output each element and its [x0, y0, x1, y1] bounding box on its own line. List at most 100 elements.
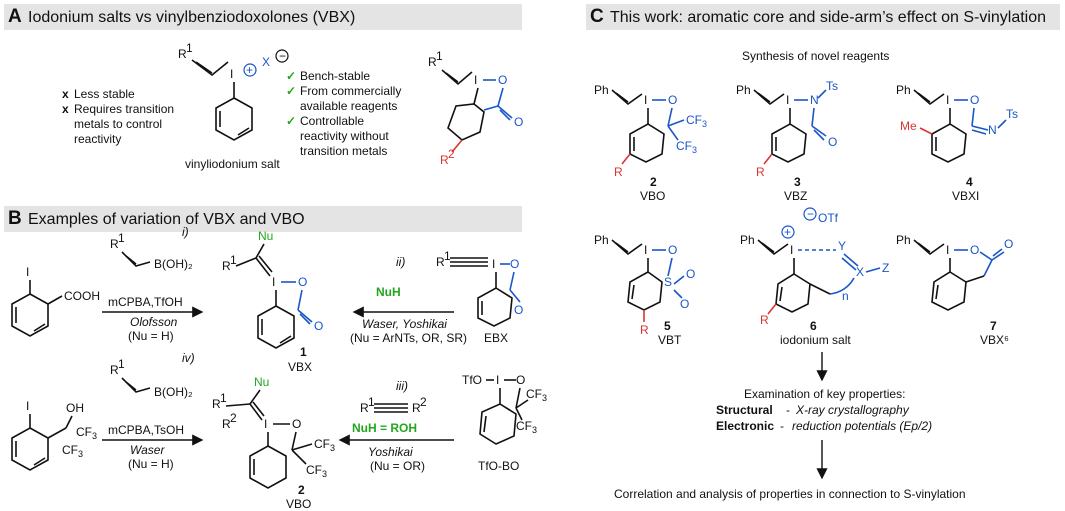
reagent-label: B(OH)₂	[154, 385, 193, 399]
svg-text:R: R	[412, 401, 421, 415]
author-label: Waser, Yoshikai	[362, 317, 447, 331]
svg-text:R: R	[222, 259, 231, 273]
check-icon: ✓	[286, 84, 296, 98]
svg-text:O: O	[510, 257, 519, 271]
b-row2-start-alcohol: I OH CF3 CF3	[11, 399, 97, 471]
dash-sep: -	[786, 403, 790, 417]
panel-c-header: C This work: aromatic core and side-arm’…	[586, 4, 1060, 30]
svg-text:N: N	[988, 123, 997, 137]
svg-text:CF3: CF3	[516, 419, 537, 435]
svg-text:O: O	[970, 93, 979, 107]
electronic-text: reduction potentials (Ep/2)	[792, 419, 932, 433]
svg-text:Me: Me	[900, 119, 917, 133]
panel-a-pros-list: ✓ Bench-stable ✓ From commercially avail…	[286, 69, 401, 158]
svg-text:Z: Z	[882, 261, 889, 275]
svg-text:CF3: CF3	[526, 387, 547, 403]
compound-6-iodonium: Ph + − OTf I Y X Z n R 6 iodonium salt	[740, 207, 889, 347]
pro-item: transition metals	[300, 144, 387, 158]
compound-7-vbx: Ph I O O 7 VBX⁶	[896, 233, 1013, 347]
compound-name: EBX	[484, 331, 508, 345]
svg-text:+: +	[246, 63, 253, 77]
nuh-label: NuH = ROH	[352, 421, 417, 435]
svg-text:N: N	[810, 93, 819, 107]
compound-name: VBO	[286, 497, 311, 511]
conditions-label: mCPBA,TsOH	[108, 423, 184, 437]
examination-title: Examination of key properties:	[744, 387, 905, 401]
compound-5-vbt: Ph I O S O O R 5 VBT	[594, 233, 695, 347]
svg-text:Y: Y	[838, 239, 846, 253]
pro-item: reactivity without	[300, 129, 389, 143]
compound-number: 5	[664, 319, 671, 333]
svg-text:Ph: Ph	[736, 83, 751, 97]
svg-text:R: R	[428, 55, 437, 69]
svg-text:1: 1	[118, 231, 125, 245]
svg-text:Nu: Nu	[258, 229, 273, 243]
svg-text:O: O	[298, 275, 307, 289]
svg-text:1: 1	[118, 357, 125, 371]
salt-label: vinyliodonium salt	[185, 157, 280, 171]
step-label: i)	[182, 225, 189, 239]
panel-a-cons-list: x Less stable x Requires transition meta…	[62, 87, 174, 146]
tfo-bo-structure: TfO I O CF3 CF3 TfO-BO	[462, 373, 547, 473]
svg-text:1: 1	[220, 391, 227, 405]
compound-2-vbo: Ph I O CF3 CF3 R 2 VBO	[594, 83, 707, 203]
svg-text:R: R	[440, 153, 449, 167]
svg-text:R: R	[640, 323, 649, 337]
svg-text:I: I	[946, 243, 949, 257]
svg-text:R: R	[756, 165, 765, 179]
check-icon: ✓	[286, 69, 296, 83]
svg-text:CF3: CF3	[314, 437, 335, 453]
svg-text:I: I	[26, 399, 29, 413]
svg-text:R: R	[212, 397, 221, 411]
svg-text:1: 1	[230, 253, 237, 267]
nuh-label: NuH	[376, 285, 401, 299]
svg-text:I: I	[644, 243, 647, 257]
svg-text:−: −	[279, 49, 286, 63]
svg-text:CF3: CF3	[306, 463, 327, 479]
svg-text:O: O	[686, 267, 695, 281]
svg-text:S: S	[664, 275, 672, 289]
svg-text:R: R	[360, 401, 369, 415]
svg-text:R: R	[760, 313, 769, 327]
compound-number: 7	[990, 319, 997, 333]
svg-text:O: O	[292, 417, 301, 431]
note-label: (Nu = H)	[128, 457, 174, 471]
svg-text:O: O	[680, 297, 689, 311]
conditions-label: mCPBA,TfOH	[108, 295, 183, 309]
svg-text:I: I	[790, 243, 793, 257]
conclusion-text: Correlation and analysis of properties i…	[614, 487, 966, 501]
reagent-label: B(OH)₂	[154, 257, 193, 271]
svg-text:2: 2	[448, 147, 455, 161]
compound-name: TfO-BO	[478, 459, 519, 473]
panel-b-title: Examples of variation of VBX and VBO	[28, 211, 305, 228]
svg-text:CF3: CF3	[76, 425, 97, 441]
compound-name: iodonium salt	[780, 333, 851, 347]
compound-number: 2	[298, 483, 305, 497]
svg-text:I: I	[26, 265, 29, 279]
svg-text:1: 1	[436, 49, 443, 63]
compound-3-vbz: Ph I N Ts O R 3 VBZ	[736, 79, 838, 203]
compound-number: 6	[810, 319, 817, 333]
panel-c-letter: C	[590, 6, 604, 27]
compound-name: VBX⁶	[980, 333, 1009, 347]
pro-item: Controllable	[300, 114, 364, 128]
compound-number: 3	[794, 175, 801, 189]
panel-a-header: A Iodonium salts vs vinylbenziodoxolones…	[4, 4, 522, 30]
svg-text:1: 1	[186, 41, 193, 55]
con-item: Less stable	[74, 87, 135, 101]
svg-text:O: O	[514, 115, 523, 129]
svg-text:O: O	[516, 373, 525, 387]
svg-text:2: 2	[420, 395, 427, 409]
svg-text:O: O	[828, 135, 837, 149]
svg-text:+: +	[784, 225, 791, 239]
svg-text:O: O	[668, 243, 677, 257]
con-item: Requires transition	[74, 102, 174, 116]
cross-icon: x	[62, 102, 69, 116]
check-icon: ✓	[286, 114, 296, 128]
electronic-label: Electronic	[716, 419, 774, 433]
